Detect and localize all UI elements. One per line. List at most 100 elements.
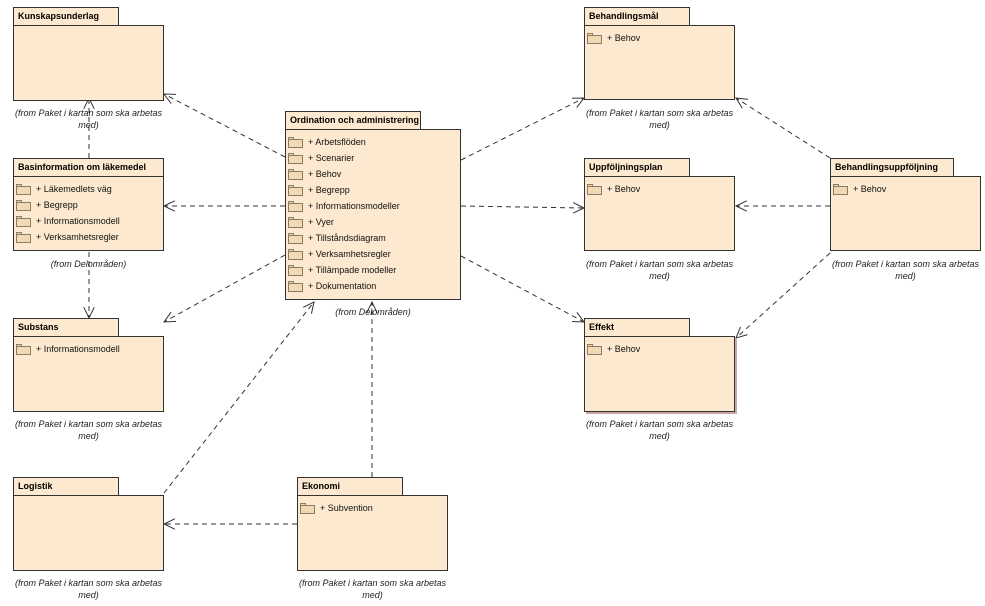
package-uppfoljningsplan[interactable]: Uppföljningsplan + Behov xyxy=(584,158,735,251)
package-item-label: + Behov xyxy=(853,184,887,194)
package-body[interactable]: + Subvention xyxy=(297,495,448,571)
folder-icon xyxy=(288,200,303,212)
package-item[interactable]: + Tillämpade modeller xyxy=(286,262,460,278)
package-title[interactable]: Basinformation om läkemedel xyxy=(13,158,164,177)
package-item[interactable]: + Dokumentation xyxy=(286,278,460,294)
package-item-label: + Begrepp xyxy=(308,185,350,195)
folder-icon xyxy=(16,199,31,211)
package-item[interactable]: + Subvention xyxy=(298,500,447,516)
arrow-behandlingsuppfoljning-to-behandlingsmal xyxy=(735,97,831,159)
package-item-label: + Tillämpade modeller xyxy=(308,265,397,275)
arrow-ordination-to-substans xyxy=(162,254,286,323)
arrow-ordination-to-basinformation xyxy=(162,200,285,212)
folder-icon xyxy=(16,215,31,227)
package-item-label: + Informationsmodell xyxy=(36,344,120,354)
package-logistik[interactable]: Logistik xyxy=(13,477,164,571)
folder-icon xyxy=(587,183,602,195)
package-origin-note: (from Delområden) xyxy=(335,307,411,317)
package-basinformation[interactable]: Basinformation om läkemedel+ Läkemedlets… xyxy=(13,158,164,251)
folder-icon xyxy=(587,32,602,44)
package-origin-note: (from Paket i kartan som ska arbetas med… xyxy=(298,578,447,600)
package-ordination[interactable]: Ordination och administrering+ Arbetsflö… xyxy=(285,111,461,300)
arrow-ordination-to-effekt xyxy=(460,255,586,323)
package-behandlingsmal[interactable]: Behandlingsmål + Behov xyxy=(584,7,735,100)
package-item[interactable]: + Behov xyxy=(831,181,980,197)
arrow-logistik-to-ordination xyxy=(163,301,315,494)
package-item[interactable]: + Informationsmodell xyxy=(14,213,163,229)
package-item-label: + Behov xyxy=(308,169,342,179)
package-item-label: + Behov xyxy=(607,184,641,194)
package-title[interactable]: Effekt xyxy=(584,318,690,337)
package-item[interactable]: + Vyer xyxy=(286,214,460,230)
package-title[interactable]: Behandlingsmål xyxy=(584,7,690,26)
arrow-ekonomi-to-ordination xyxy=(366,300,378,477)
package-item[interactable]: + Arbetsflöden xyxy=(286,134,460,150)
arrow-ordination-to-behandlingsmal xyxy=(460,97,586,161)
arrow-behandlingsuppfoljning-to-uppfoljningsplan xyxy=(734,200,830,212)
package-ekonomi[interactable]: Ekonomi + Subvention xyxy=(297,477,448,571)
package-title[interactable]: Kunskapsunderlag xyxy=(13,7,119,26)
package-item[interactable]: + Verksamhetsregler xyxy=(14,229,163,245)
package-item[interactable]: + Tillståndsdiagram xyxy=(286,230,460,246)
folder-icon xyxy=(288,184,303,196)
package-title[interactable]: Behandlingsuppföljning xyxy=(830,158,954,177)
folder-icon xyxy=(288,280,303,292)
package-item-label: + Verksamhetsregler xyxy=(36,232,119,242)
package-title[interactable]: Uppföljningsplan xyxy=(584,158,690,177)
folder-icon xyxy=(288,168,303,180)
package-title[interactable]: Ekonomi xyxy=(297,477,403,496)
package-title[interactable]: Logistik xyxy=(13,477,119,496)
package-item[interactable]: + Begrepp xyxy=(14,197,163,213)
package-origin-note: (from Paket i kartan som ska arbetas med… xyxy=(585,108,734,130)
package-origin-note: (from Delområden) xyxy=(50,259,127,269)
package-origin-note: (from Paket i kartan som ska arbetas med… xyxy=(585,419,734,441)
package-item-label: + Scenarier xyxy=(308,153,355,163)
package-item[interactable]: + Behov xyxy=(585,341,734,357)
package-title[interactable]: Substans xyxy=(13,318,119,337)
package-body[interactable]: + Arbetsflöden + Scenarier + Behov + Begrep… xyxy=(285,129,461,300)
package-item[interactable]: + Informationsmodeller xyxy=(286,198,460,214)
package-body[interactable]: + Behov xyxy=(584,336,735,412)
package-origin-note: (from Paket i kartan som ska arbetas med… xyxy=(14,108,163,130)
package-origin-note: (from Paket i kartan som ska arbetas med… xyxy=(14,578,163,600)
package-behandlingsuppfoljning[interactable]: Behandlingsuppföljning + Behov xyxy=(830,158,981,251)
package-title[interactable]: Ordination och administrering xyxy=(285,111,421,130)
package-body[interactable]: + Informationsmodell xyxy=(13,336,164,412)
package-kunskapsunderlag[interactable]: Kunskapsunderlag xyxy=(13,7,164,101)
package-body[interactable] xyxy=(13,25,164,101)
folder-icon xyxy=(300,502,315,514)
package-item-label: + Tillståndsdiagram xyxy=(308,233,386,243)
package-body[interactable]: + Behov xyxy=(584,25,735,100)
folder-icon xyxy=(288,216,303,228)
arrow-behandlingsuppfoljning-to-effekt xyxy=(735,252,831,339)
package-item-label: + Dokumentation xyxy=(308,281,377,291)
package-item-label: + Behov xyxy=(607,33,641,43)
folder-icon xyxy=(288,152,303,164)
package-body[interactable]: + Behov xyxy=(830,176,981,251)
package-item-label: + Arbetsflöden xyxy=(308,137,366,147)
package-body[interactable]: + Läkemedlets väg+ Begrepp+ Informations… xyxy=(13,176,164,251)
package-item[interactable]: + Läkemedlets väg xyxy=(14,181,163,197)
package-substans[interactable]: Substans + Informationsmodell xyxy=(13,318,164,412)
package-item[interactable]: + Behov xyxy=(286,166,460,182)
folder-icon xyxy=(833,183,848,195)
package-item-label: + Behov xyxy=(607,344,641,354)
package-item[interactable]: + Behov xyxy=(585,30,734,46)
package-item[interactable]: + Scenarier xyxy=(286,150,460,166)
package-item[interactable]: + Behov xyxy=(585,181,734,197)
folder-icon xyxy=(16,231,31,243)
arrow-ekonomi-to-logistik xyxy=(162,518,297,530)
package-origin-note: (from Paket i kartan som ska arbetas med… xyxy=(585,259,734,281)
folder-icon xyxy=(16,183,31,195)
package-item[interactable]: + Verksamhetsregler xyxy=(286,246,460,262)
folder-icon xyxy=(288,232,303,244)
package-item-label: + Informationsmodeller xyxy=(308,201,400,211)
package-item-label: + Vyer xyxy=(308,217,334,227)
package-body[interactable] xyxy=(13,495,164,571)
package-body[interactable]: + Behov xyxy=(584,176,735,251)
package-item[interactable]: + Informationsmodell xyxy=(14,341,163,357)
package-effekt[interactable]: Effekt + Behov xyxy=(584,318,735,412)
package-item[interactable]: + Begrepp xyxy=(286,182,460,198)
package-item-label: + Subvention xyxy=(320,503,373,513)
